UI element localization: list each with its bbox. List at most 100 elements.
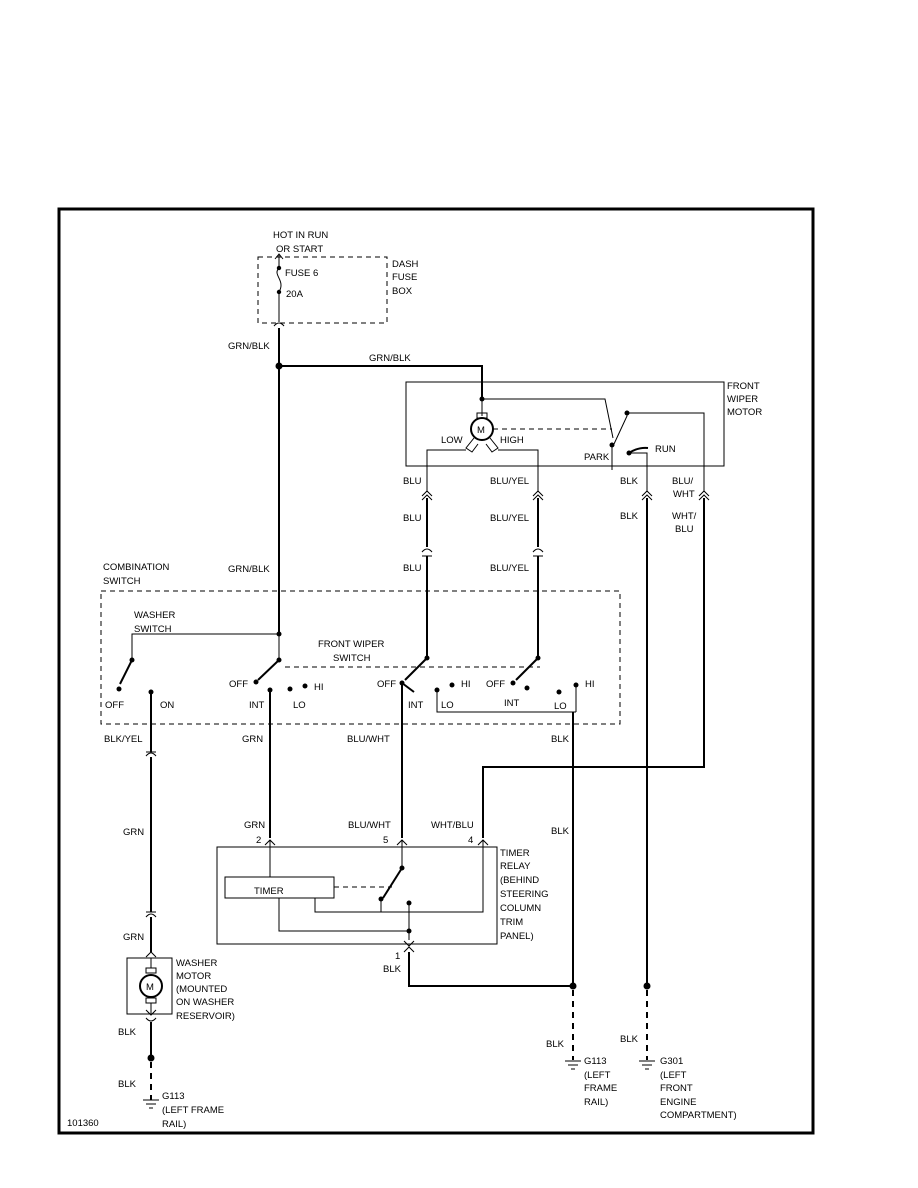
pin-5-label: 5 — [383, 835, 388, 846]
washer-motor-label-3: (MOUNTED — [176, 984, 227, 995]
g113-right-label-3: FRAME — [584, 1083, 617, 1094]
g301-label-4: ENGINE — [660, 1097, 696, 1108]
g113-right-label-1: G113 — [584, 1056, 607, 1067]
sw2-hi-label: HI — [461, 679, 471, 690]
high-label: HIGH — [500, 435, 524, 446]
grn-label-1: GRN — [242, 734, 263, 745]
washer-motor: M WASHER MOTOR (MOUNTED ON WASHER RESERV… — [118, 951, 235, 1100]
run-label: RUN — [655, 444, 676, 455]
g301-label-1: G301 — [660, 1056, 683, 1067]
g113-right-label-4: RAIL) — [584, 1097, 608, 1108]
dash-fuse-box-label-2: FUSE — [392, 272, 417, 283]
blk-label-g113: BLK — [546, 1039, 565, 1050]
combination-switch-label-2: SWITCH — [103, 576, 141, 587]
washer-motor-label-5: RESERVOIR) — [176, 1011, 235, 1022]
sw3-off-label: OFF — [486, 679, 505, 690]
sw3-lo-label: LO — [554, 701, 567, 712]
figure-number: 101360 — [67, 1118, 99, 1129]
wht-blu-label-b: BLU — [675, 524, 694, 535]
blk-label-5: BLK — [383, 964, 402, 975]
blk-label-3: BLK — [551, 734, 570, 745]
blu-label-1: BLU — [403, 476, 422, 487]
washer-motor-label-1: WASHER — [176, 958, 217, 969]
fuse-6-element — [276, 267, 282, 293]
washer-switch-label-1: WASHER — [134, 610, 175, 621]
blk-label-washer-1: BLK — [118, 1027, 137, 1038]
sw1-lo-label: LO — [293, 700, 306, 711]
washer-motor-m-label: M — [146, 982, 154, 993]
ground-g113-right: BLK G113 (LEFT FRAME RAIL) — [546, 1039, 617, 1108]
g113-left-desc-1: (LEFT FRAME — [162, 1105, 224, 1116]
timer-relay-label-1: TIMER — [500, 848, 530, 859]
timer-relay-label-3: (BEHIND — [500, 875, 539, 886]
blu-label-3: BLU — [403, 563, 422, 574]
diagram-frame — [57, 207, 815, 1135]
or-start-label: OR START — [276, 244, 323, 255]
g301-label-2: (LEFT — [660, 1070, 687, 1081]
grn-label-washer-1: GRN — [123, 827, 144, 838]
washer-motor-label-2: MOTOR — [176, 971, 211, 982]
front-wiper-motor-label-3: MOTOR — [727, 407, 762, 418]
grn-blk-label-2: GRN/BLK — [369, 353, 411, 364]
ground-g301: BLK G301 (LEFT FRONT ENGINE COMPARTMENT) — [620, 1034, 737, 1121]
washer-off-label: OFF — [105, 700, 124, 711]
timer-label: TIMER — [254, 886, 284, 897]
hot-in-run-label: HOT IN RUN — [273, 230, 328, 241]
blk-label-g301: BLK — [620, 1034, 639, 1045]
pin-4-label: 4 — [468, 835, 473, 846]
sw1-off-label: OFF — [229, 679, 248, 690]
blu-yel-label-2: BLU/YEL — [490, 513, 529, 524]
g113-left-label: G113 — [162, 1091, 185, 1102]
blu-wht-label-b: WHT — [673, 489, 695, 500]
grn-label-washer-2: GRN — [123, 932, 144, 943]
timer-relay-label-4: STEERING — [500, 889, 549, 900]
fuse-20a-label: 20A — [286, 289, 304, 300]
sw1-int-label: INT — [249, 700, 265, 711]
fuse-6-label: FUSE 6 — [285, 268, 318, 279]
washer-switch-label-2: SWITCH — [134, 624, 172, 635]
blu-yel-label-1: BLU/YEL — [490, 476, 529, 487]
blu-wht-label-1: BLU/WHT — [347, 734, 390, 745]
timer-relay-label-2: RELAY — [500, 861, 531, 872]
washer-motor-label-4: ON WASHER — [176, 997, 234, 1008]
blk-yel-label: BLK/YEL — [104, 734, 143, 745]
front-wiper-motor-label-1: FRONT — [727, 381, 760, 392]
blu-label-2: BLU — [403, 513, 422, 524]
blu-yel-wire: BLU/YEL BLU/YEL BLU/YEL — [490, 476, 544, 657]
front-wiper-motor-label-2: WIPER — [727, 394, 758, 405]
grn-blk-feed-wire: GRN/BLK GRN/BLK GRN/BLK — [228, 328, 483, 633]
washer-on-label: ON — [160, 700, 174, 711]
grn-blk-label-3: GRN/BLK — [228, 564, 270, 575]
sw2-off-label: OFF — [377, 679, 396, 690]
wht-blu-wire: BLU/ WHT WHT/ BLU — [482, 476, 710, 838]
blu-wht-label-2: BLU/WHT — [348, 820, 391, 831]
pin-1-label: 1 — [395, 951, 400, 962]
combination-switch: COMBINATION SWITCH WASHER SWITCH FRONT W… — [100, 562, 621, 725]
motor-m-label: M — [477, 425, 485, 436]
blk-wire-g301: BLK BLK — [620, 476, 653, 1060]
front-wiper-motor: FRONT WIPER MOTOR M LOW HIGH PARK RUN — [405, 381, 762, 492]
dash-fuse-box: HOT IN RUN OR START FUSE 6 20A DASH FUSE… — [257, 230, 419, 327]
blk-label-washer-2: BLK — [118, 1079, 137, 1090]
blu-wht-label-a: BLU/ — [672, 476, 693, 487]
g113-left-desc-2: RAIL) — [162, 1119, 186, 1130]
blk-label-1: BLK — [620, 476, 639, 487]
park-label: PARK — [584, 452, 610, 463]
sw3-hi-label: HI — [585, 679, 595, 690]
sw2-int-label: INT — [408, 700, 424, 711]
low-label: LOW — [441, 435, 463, 446]
wht-blu-label: WHT/BLU — [431, 820, 474, 831]
blk-label-4: BLK — [551, 826, 570, 837]
timer-relay-label-6: TRIM — [500, 917, 523, 928]
switch-output-wires: BLK/YEL GRN GRN GRN GRN BLU/WHT BLU/WHT … — [104, 683, 577, 1060]
g301-label-5: COMPARTMENT) — [660, 1110, 737, 1121]
sw1-hi-label: HI — [314, 682, 324, 693]
g113-right-label-2: (LEFT — [584, 1070, 611, 1081]
blu-wire: BLU BLU BLU — [403, 466, 433, 657]
timer-relay-label-5: COLUMN — [500, 903, 541, 914]
sw2-lo-label: LO — [441, 700, 454, 711]
sw3-int-label: INT — [504, 698, 520, 709]
grn-label-2: GRN — [244, 820, 265, 831]
blu-yel-label-3: BLU/YEL — [490, 563, 529, 574]
